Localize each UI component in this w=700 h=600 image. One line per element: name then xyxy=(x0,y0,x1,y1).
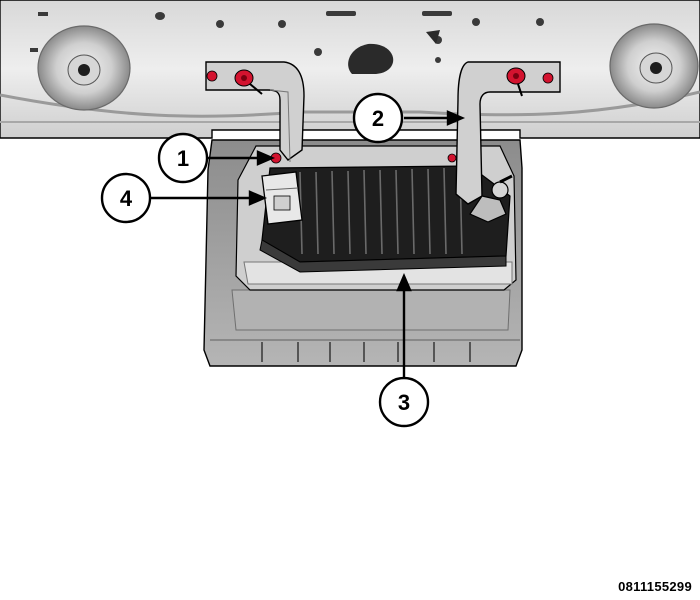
fastener-right-upper xyxy=(506,67,526,97)
callout-3: 3 xyxy=(378,376,430,428)
fastener-tray-right xyxy=(447,153,457,163)
electrical-connector xyxy=(261,171,303,225)
module-fins xyxy=(299,167,463,255)
fastener-right-lower xyxy=(542,72,554,84)
left-mounting-bracket xyxy=(205,61,305,163)
callout-2-label: 2 xyxy=(372,106,384,131)
callout-3-label: 3 xyxy=(398,390,410,415)
callout-4: 4 xyxy=(100,172,152,224)
panel-holes xyxy=(30,11,544,63)
right-side-screw xyxy=(491,174,513,199)
panel-keyhole xyxy=(348,43,394,74)
fastener-left-lower xyxy=(206,70,218,82)
callout-4-label: 4 xyxy=(120,186,133,211)
panel-boss-left xyxy=(37,25,131,111)
instrument-panel xyxy=(0,0,700,139)
callout-1-label: 1 xyxy=(177,146,189,171)
panel-boss-right xyxy=(609,23,699,109)
leader-lines xyxy=(150,110,466,378)
fastener-left-upper xyxy=(234,69,263,95)
callout-2: 2 xyxy=(352,92,404,144)
housing-ribs xyxy=(261,342,471,362)
callout-1: 1 xyxy=(157,132,209,184)
figure-id: 0811155299 xyxy=(618,579,692,594)
finned-module xyxy=(259,165,511,273)
